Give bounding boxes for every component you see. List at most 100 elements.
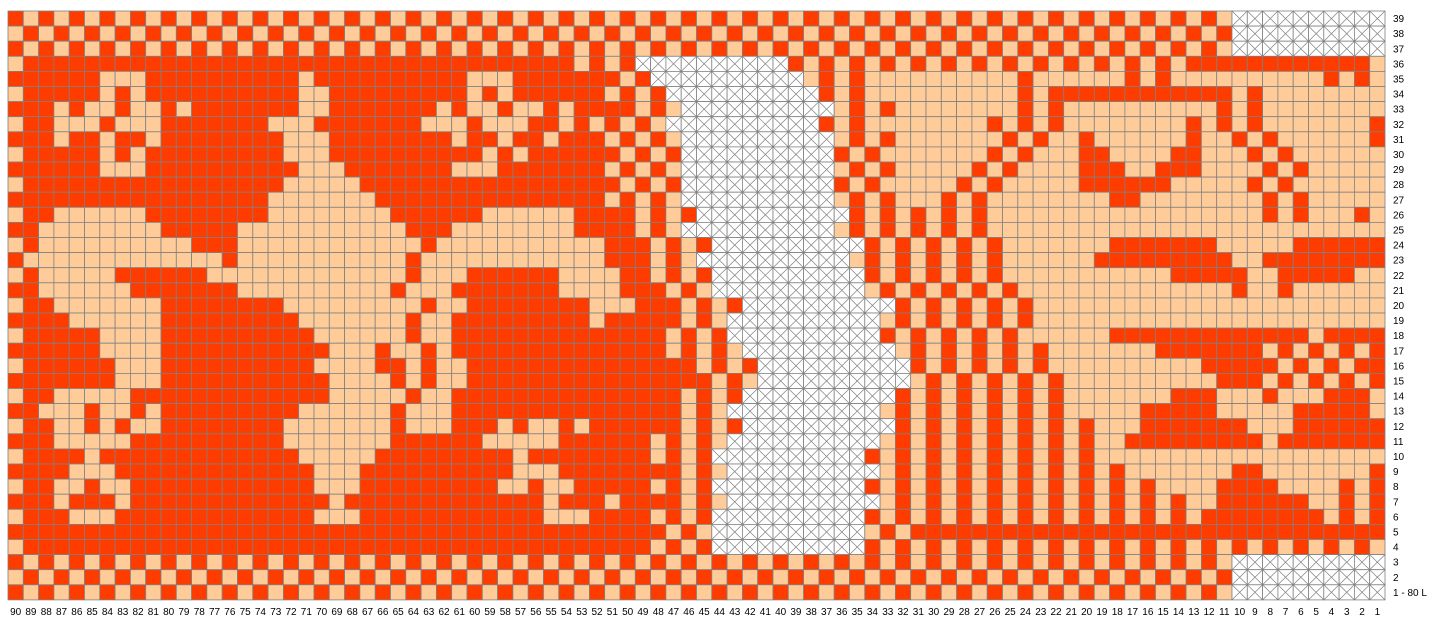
chart-cell — [1048, 26, 1063, 41]
chart-cell — [375, 117, 390, 132]
chart-cell — [192, 222, 207, 237]
chart-cell — [620, 26, 635, 41]
chart-cell — [1003, 389, 1018, 404]
chart-cell — [1293, 268, 1308, 283]
chart-cell — [192, 494, 207, 509]
chart-cell — [620, 192, 635, 207]
chart-cell — [1263, 177, 1278, 192]
chart-cell — [1354, 343, 1369, 358]
chart-cell — [100, 41, 115, 56]
chart-cell — [589, 11, 604, 26]
chart-cell — [130, 192, 145, 207]
chart-cell — [329, 494, 344, 509]
chart-cell — [911, 449, 926, 464]
chart-cell — [100, 162, 115, 177]
chart-cell — [880, 328, 895, 343]
chart-cell — [69, 509, 84, 524]
chart-cell — [1339, 419, 1354, 434]
chart-cell — [314, 87, 329, 102]
chart-cell — [1186, 479, 1201, 494]
chart-cell — [467, 343, 482, 358]
chart-cell — [436, 404, 451, 419]
chart-cell — [941, 207, 956, 222]
chart-cell — [253, 238, 268, 253]
chart-cell — [69, 434, 84, 449]
chart-cell — [161, 373, 176, 388]
chart-cell — [972, 313, 987, 328]
chart-cell — [1033, 177, 1048, 192]
chart-cell — [161, 71, 176, 86]
chart-cell — [54, 570, 69, 585]
chart-cell — [146, 449, 161, 464]
chart-cell — [238, 373, 253, 388]
chart-cell — [513, 222, 528, 237]
chart-cell — [329, 26, 344, 41]
chart-cell — [1033, 222, 1048, 237]
chart-cell — [544, 389, 559, 404]
chart-cell — [436, 449, 451, 464]
chart-cell — [987, 117, 1002, 132]
row-label: 29 — [1393, 165, 1405, 176]
chart-cell — [253, 328, 268, 343]
chart-cell — [895, 464, 910, 479]
chart-cell — [314, 343, 329, 358]
chart-cell — [222, 222, 237, 237]
chart-cell — [253, 87, 268, 102]
chart-cell — [421, 71, 436, 86]
chart-cell — [941, 238, 956, 253]
chart-cell — [1247, 283, 1262, 298]
chart-cell — [314, 222, 329, 237]
chart-cell — [1064, 238, 1079, 253]
chart-cell — [8, 132, 23, 147]
chart-cell — [1278, 238, 1293, 253]
chart-cell — [1201, 71, 1216, 86]
chart-cell — [559, 71, 574, 86]
chart-cell — [1110, 283, 1125, 298]
chart-cell — [375, 313, 390, 328]
chart-cell — [115, 313, 130, 328]
chart-cell — [1140, 509, 1155, 524]
chart-cell — [283, 268, 298, 283]
chart-cell — [329, 389, 344, 404]
chart-cell — [421, 449, 436, 464]
chart-cell — [1309, 419, 1324, 434]
chart-cell — [957, 585, 972, 600]
chart-cell — [1110, 102, 1125, 117]
chart-cell — [360, 585, 375, 600]
chart-cell — [360, 102, 375, 117]
chart-cell — [1217, 479, 1232, 494]
column-label: 4 — [1329, 607, 1335, 618]
chart-cell — [161, 238, 176, 253]
chart-cell — [1110, 298, 1125, 313]
column-label: 7 — [1283, 607, 1289, 618]
chart-cell — [1064, 207, 1079, 222]
chart-cell — [712, 555, 727, 570]
chart-cell — [130, 177, 145, 192]
chart-cell — [69, 11, 84, 26]
chart-cell — [283, 313, 298, 328]
chart-cell — [69, 117, 84, 132]
chart-cell — [268, 434, 283, 449]
chart-cell — [69, 298, 84, 313]
chart-cell — [1171, 328, 1186, 343]
chart-cell — [1156, 253, 1171, 268]
chart-cell — [283, 56, 298, 71]
chart-cell — [253, 207, 268, 222]
chart-cell — [54, 464, 69, 479]
chart-cell — [605, 222, 620, 237]
chart-cell — [192, 147, 207, 162]
chart-cell — [1339, 389, 1354, 404]
chart-cell — [452, 298, 467, 313]
chart-cell — [39, 222, 54, 237]
chart-cell — [544, 177, 559, 192]
chart-cell — [605, 298, 620, 313]
chart-cell — [574, 283, 589, 298]
chart-cell — [1140, 117, 1155, 132]
column-label: 23 — [1035, 607, 1047, 618]
chart-cell — [314, 389, 329, 404]
chart-cell — [589, 540, 604, 555]
chart-cell — [589, 207, 604, 222]
chart-cell — [589, 117, 604, 132]
chart-cell — [635, 419, 650, 434]
chart-cell — [1140, 449, 1155, 464]
